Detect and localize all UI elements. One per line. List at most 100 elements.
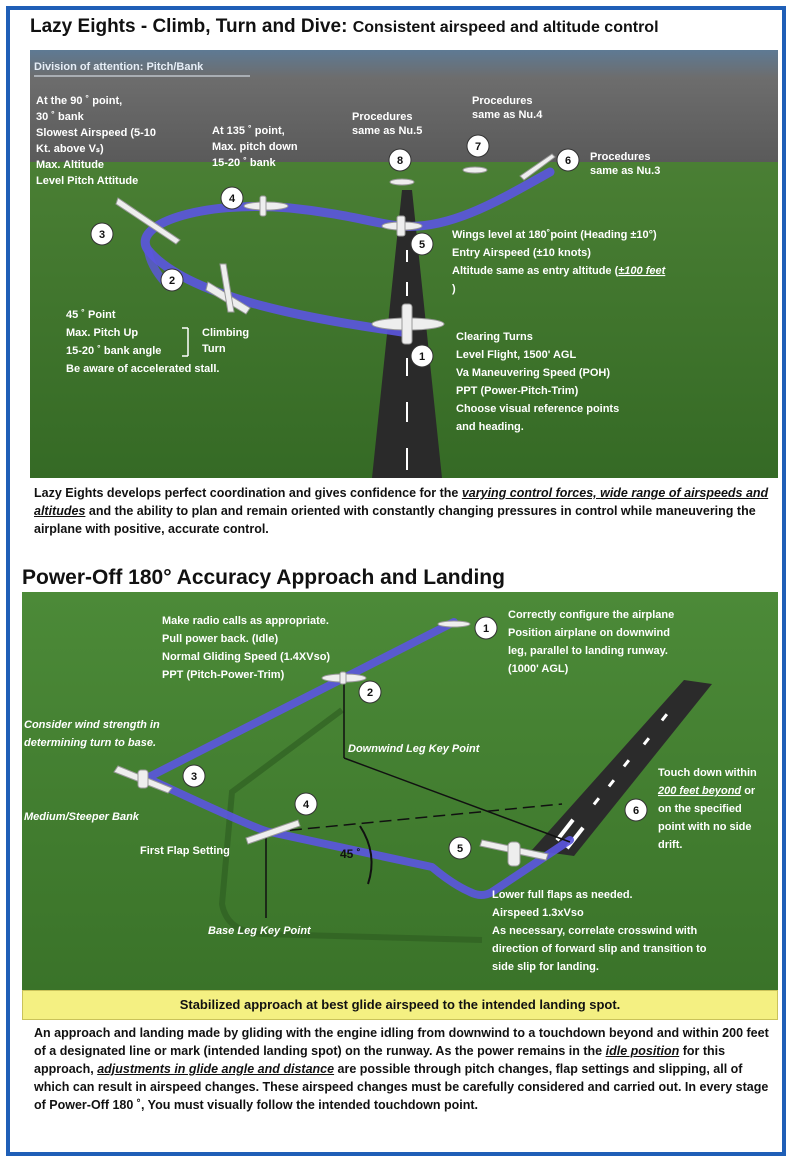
pattern-airplane-4 xyxy=(245,819,301,845)
airplane-3 xyxy=(115,197,181,245)
division-label: Division of attention: Pitch/Bank xyxy=(34,61,204,73)
power-off-desc-text-2: for this approach, xyxy=(34,1044,726,1076)
pattern-badge-2-label: 2 xyxy=(367,687,373,699)
note-radio-calls: Make radio calls as appropriate. Pull po… xyxy=(162,615,330,681)
note-flaps-line-2: Airspeed 1.3xVso xyxy=(492,907,584,919)
note-180-tolerance: ±100 feet xyxy=(618,265,666,277)
note-wind-line-2: determining turn to base. xyxy=(24,737,156,749)
note-entry: Clearing Turns Level Flight, 1500' AGL V… xyxy=(456,331,619,433)
note-entry-line-2: Level Flight, 1500' AGL xyxy=(456,349,576,361)
note-180-line-3: Altitude same as entry altitude (±100 fe… xyxy=(452,265,667,277)
climbing-turn-label: Climbing Turn xyxy=(182,327,249,357)
power-off-illustration: Make radio calls as appropriate. Pull po… xyxy=(22,592,778,990)
note-45-line-4: Be aware of accelerated stall. xyxy=(66,363,219,375)
note-touch-line-3: on the specified xyxy=(658,803,742,815)
power-off-desc-text-1: An approach and landing made by gliding … xyxy=(34,1026,769,1058)
badge-4-label: 4 xyxy=(229,193,236,205)
note-wind: Consider wind strength in determining tu… xyxy=(24,719,160,749)
badge-5-label: 5 xyxy=(419,239,425,251)
airplane-8 xyxy=(389,178,415,186)
note-wind-line-1: Consider wind strength in xyxy=(24,719,160,731)
note-config-line-4: (1000' AGL) xyxy=(508,663,569,675)
note-procedures-5: Procedures same as Nu.5 xyxy=(352,111,422,137)
badge-8-label: 8 xyxy=(397,155,403,167)
base-key-label: Base Leg Key Point xyxy=(208,925,312,937)
note-touch-or: or xyxy=(741,785,756,797)
badge-3-label: 3 xyxy=(99,229,105,241)
note-touch-distance: 200 feet beyond xyxy=(657,785,741,797)
lazy-eights-title: Lazy Eights - Climb, Turn and Dive: Cons… xyxy=(30,16,659,38)
note-45-line-3: 15-20 ˚ bank angle xyxy=(66,345,161,357)
badge-1-label: 1 xyxy=(419,351,425,363)
badge-3: 3 xyxy=(90,222,114,246)
pattern-badge-4-label: 4 xyxy=(303,799,310,811)
note-entry-line-4: PPT (Power-Pitch-Trim) xyxy=(456,385,579,397)
pattern-badge-6-label: 6 xyxy=(633,805,639,817)
note-proc5-line-1: Procedures xyxy=(352,111,413,123)
first-flap-label: First Flap Setting xyxy=(140,845,230,857)
badge-7: 7 xyxy=(466,134,490,158)
power-off-desc-emphasis-2: adjustments in glide angle and distance xyxy=(97,1062,335,1076)
note-proc3-line-1: Procedures xyxy=(590,151,651,163)
note-flaps-line-1: Lower full flaps as needed. xyxy=(492,889,633,901)
note-90-line-2: 30 ˚ bank xyxy=(36,111,85,123)
pattern-airplane-3 xyxy=(113,765,173,794)
pattern-airplane-1 xyxy=(437,620,471,628)
airplane-6 xyxy=(519,153,556,181)
note-45-line-2: Max. Pitch Up xyxy=(66,327,138,339)
ground-2 xyxy=(22,592,778,990)
note-entry-line-5: Choose visual reference points xyxy=(456,403,619,415)
airplane-5 xyxy=(381,215,423,237)
lazy-eights-illustration: Division of attention: Pitch/Bank At the… xyxy=(30,50,778,478)
pattern-badge-6: 6 xyxy=(624,798,648,822)
pattern-airplane-5 xyxy=(479,839,549,867)
note-touch-line-2: 200 feet beyond or xyxy=(657,785,756,797)
note-radio-line-1: Make radio calls as appropriate. xyxy=(162,615,329,627)
note-radio-line-4: PPT (Pitch-Power-Trim) xyxy=(162,669,285,681)
badge-5: 5 xyxy=(410,232,434,256)
note-135-point: At 135 ˚ point, Max. pitch down 15-20 ˚ … xyxy=(212,125,298,169)
lazy-eights-desc-text-2: and the ability to plan and remain orien… xyxy=(34,504,756,536)
badge-6: 6 xyxy=(556,148,580,172)
airplane-7 xyxy=(462,166,488,174)
power-off-description: An approach and landing made by gliding … xyxy=(34,1024,776,1114)
note-config-line-3: leg, parallel to landing runway. xyxy=(508,645,668,657)
power-off-desc-emphasis-1: idle position xyxy=(605,1044,680,1058)
lazy-eights-desc-emphasis: varying control forces, wide range of ai… xyxy=(34,486,769,518)
stabilized-approach-banner: Stabilized approach at best glide airspe… xyxy=(22,990,778,1020)
pattern-badge-3-label: 3 xyxy=(191,771,197,783)
pattern-badge-1: 1 xyxy=(474,616,498,640)
pattern-badge-5: 5 xyxy=(448,836,472,860)
note-180-line-1: Wings level at 180˚point (Heading ±10°) xyxy=(452,229,657,241)
medium-bank-label: Medium/Steeper Bank xyxy=(24,811,140,823)
note-entry-line-1: Clearing Turns xyxy=(456,331,533,343)
sky xyxy=(30,50,778,162)
note-90-line-4: Kt. above Vₛ) xyxy=(36,143,104,155)
note-proc5-line-2: same as Nu.5 xyxy=(352,125,422,137)
power-off-desc-text-3: are possible through pitch changes, flap… xyxy=(34,1062,769,1112)
note-flaps-line-4: direction of forward slip and transition… xyxy=(492,943,707,955)
note-touchdown: Touch down within 200 feet beyond or on … xyxy=(657,767,757,851)
note-touch-line-1: Touch down within xyxy=(658,767,757,779)
note-90-line-3: Slowest Airspeed (5-10 xyxy=(36,127,156,139)
note-procedures-3: Procedures same as Nu.3 xyxy=(590,151,660,177)
downwind-key-diag xyxy=(343,757,571,843)
note-180-line-2: Entry Airspeed (±10 knots) xyxy=(452,247,591,259)
angle-line xyxy=(271,803,563,833)
downwind-key-label: Downwind Leg Key Point xyxy=(348,743,481,755)
note-radio-line-3: Normal Gliding Speed (1.4XVso) xyxy=(162,651,330,663)
badge-6-label: 6 xyxy=(565,155,571,167)
note-touch-line-5: drift. xyxy=(658,839,682,851)
pattern-badge-1-label: 1 xyxy=(483,623,489,635)
note-proc3-line-2: same as Nu.3 xyxy=(590,165,660,177)
lazy-eights-svg: Division of attention: Pitch/Bank At the… xyxy=(30,50,778,478)
note-180-line-4: ) xyxy=(452,283,456,295)
angle-label: 45 ˚ xyxy=(340,847,361,861)
note-proc4-line-2: same as Nu.4 xyxy=(472,109,543,121)
note-flaps-line-5: side slip for landing. xyxy=(492,961,599,973)
note-config-line-1: Correctly configure the airplane xyxy=(508,609,674,621)
airplane-2 xyxy=(205,263,251,315)
note-135-line-2: Max. pitch down xyxy=(212,141,298,153)
badge-2: 2 xyxy=(160,268,184,292)
note-configure: Correctly configure the airplane Positio… xyxy=(508,609,674,675)
